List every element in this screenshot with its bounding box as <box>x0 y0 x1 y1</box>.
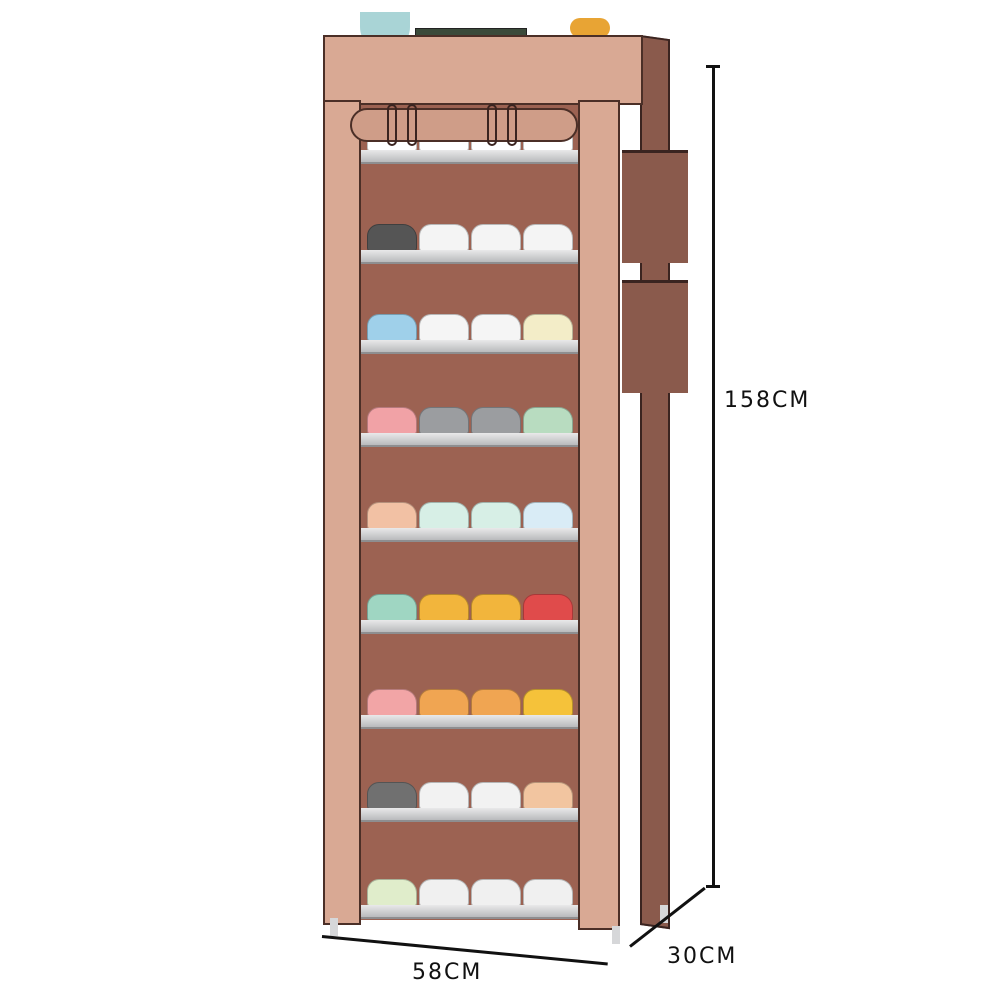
shelf-tier <box>361 905 578 919</box>
shoe <box>419 314 469 342</box>
shoe <box>419 594 469 622</box>
shoe <box>523 502 573 530</box>
shoe <box>523 224 573 252</box>
shoe <box>367 594 417 622</box>
dimension-tick <box>706 65 720 68</box>
shoe <box>367 407 417 435</box>
side-pocket-upper <box>622 150 688 263</box>
shoe <box>523 314 573 342</box>
decor-fruit <box>570 18 610 38</box>
strap <box>487 104 497 146</box>
shoe <box>471 314 521 342</box>
shoe <box>419 224 469 252</box>
side-pockets <box>622 150 692 410</box>
shoe <box>471 594 521 622</box>
cabinet-left-cover <box>323 100 361 925</box>
shoe <box>471 407 521 435</box>
strap <box>407 104 417 146</box>
shelf-tier <box>361 250 578 264</box>
cabinet-right-cover <box>578 100 620 930</box>
height-label: 158CM <box>724 388 811 413</box>
shoe <box>419 689 469 717</box>
shoe <box>471 689 521 717</box>
shoe <box>367 224 417 252</box>
leg <box>612 926 620 944</box>
shelf-tier <box>361 150 578 164</box>
shelf-tier <box>361 808 578 822</box>
shoe <box>419 879 469 907</box>
shoe <box>471 879 521 907</box>
dimension-tick <box>706 885 720 888</box>
shoe <box>419 407 469 435</box>
shoe <box>523 879 573 907</box>
strap <box>507 104 517 146</box>
shoe <box>471 782 521 810</box>
shoe <box>523 689 573 717</box>
depth-label: 30CM <box>667 944 738 969</box>
shelf-tier <box>361 340 578 354</box>
shoe <box>367 782 417 810</box>
shelf-tier <box>361 433 578 447</box>
shoe <box>523 407 573 435</box>
cabinet-interior <box>361 100 578 920</box>
shoe <box>523 782 573 810</box>
leg <box>660 905 668 923</box>
width-label: 58CM <box>412 960 483 985</box>
shelf-tier <box>361 715 578 729</box>
height-dimension-line <box>712 65 715 887</box>
shelf-tier <box>361 620 578 634</box>
rolled-door-flap[interactable] <box>350 104 578 146</box>
shoe <box>471 224 521 252</box>
shoe <box>419 502 469 530</box>
cabinet-top-cover <box>323 35 643 105</box>
shoe <box>367 314 417 342</box>
shoe <box>419 782 469 810</box>
side-pocket-lower <box>622 280 688 393</box>
shelf-tier <box>361 528 578 542</box>
shoe <box>523 594 573 622</box>
shoe <box>367 502 417 530</box>
strap <box>387 104 397 146</box>
shoe <box>471 502 521 530</box>
leg <box>330 918 338 936</box>
shoe <box>367 689 417 717</box>
shoe <box>367 879 417 907</box>
